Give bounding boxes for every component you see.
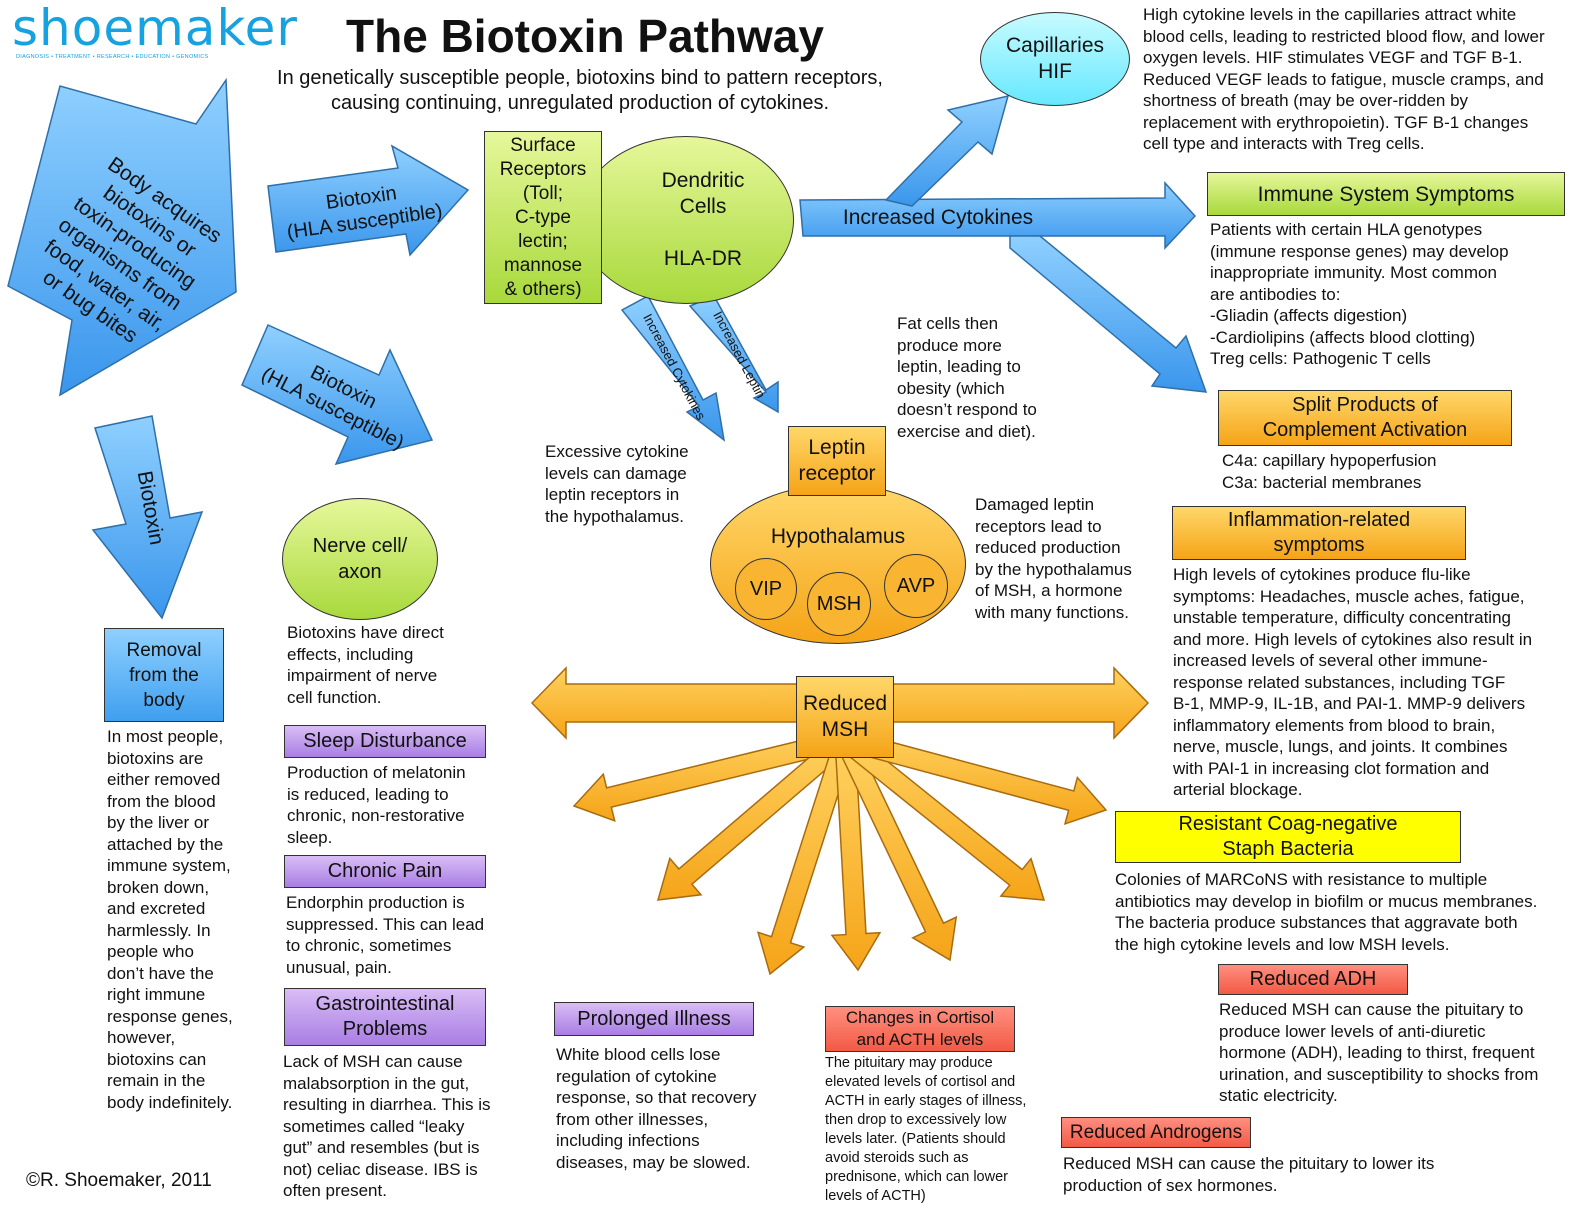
- increased-cytokines-arrow: [799, 181, 1197, 250]
- small-leptin-arrow: [688, 295, 779, 414]
- coag-heading: Resistant Coag-negative Staph Bacteria: [1115, 811, 1461, 863]
- page-title: The Biotoxin Pathway: [346, 10, 824, 62]
- sleep-heading: Sleep Disturbance: [284, 725, 486, 758]
- split-branch-arrow: [1009, 235, 1208, 393]
- split-description: C4a: capillary hypoperfusion C3a: bacter…: [1222, 451, 1437, 492]
- cortisol-description: The pituitary may produce elevated level…: [825, 1055, 1027, 1204]
- biotoxin-arrow-down: [91, 415, 204, 620]
- androgens-description: Reduced MSH can cause the pituitary to l…: [1063, 1154, 1435, 1195]
- gi-heading: Gastrointestinal Problems: [284, 988, 486, 1046]
- dendritic-cells-ellipse: Dendritic Cells HLA-DR: [578, 136, 794, 304]
- removal-box: Removal from the body: [104, 628, 224, 722]
- page-subtitle: In genetically susceptible people, bioto…: [277, 67, 883, 114]
- pain-heading: Chronic Pain: [284, 855, 486, 888]
- prolonged-heading: Prolonged Illness: [554, 1002, 754, 1036]
- small-cytokines-arrow: [620, 294, 726, 442]
- nerve-description: Biotoxins have direct effects, including…: [287, 623, 444, 707]
- damaged-leptin-text: Damaged leptin receptors lead to reduced…: [975, 495, 1132, 622]
- biotoxin-arrow-upper: [267, 144, 470, 257]
- fat-cells-text: Fat cells then produce more leptin, lead…: [897, 314, 1037, 441]
- increased-cytokines-label: Increased Cytokines: [842, 206, 1034, 229]
- sleep-description: Production of melatonin is reduced, lead…: [287, 763, 466, 847]
- shoemaker-logo: shoemaker DIAGNOSIS • TREATMENT • RESEAR…: [12, 0, 298, 66]
- dendritic-cells-label: Dendritic Cells HLA-DR: [661, 169, 745, 270]
- body-acquires-arrow: [7, 77, 237, 397]
- capillaries-description: High cytokine levels in the capillaries …: [1143, 5, 1545, 153]
- split-products-heading: Split Products of Complement Activation: [1218, 390, 1512, 446]
- fan-arrow-pain: [656, 735, 848, 901]
- logo-name: shoemaker: [12, 0, 298, 57]
- hypothalamus-label: Hypothalamus: [770, 525, 906, 548]
- gi-description: Lack of MSH can cause malabsorption in t…: [283, 1052, 491, 1200]
- avp-circle: AVP: [884, 554, 948, 618]
- vip-circle: VIP: [735, 558, 797, 620]
- inflammation-heading: Inflammation-related symptoms: [1172, 506, 1466, 560]
- logo-tagline: DIAGNOSIS • TREATMENT • RESEARCH • EDUCA…: [16, 54, 209, 60]
- nerve-cell-ellipse: Nerve cell/ axon: [282, 498, 438, 620]
- removal-description: In most people, biotoxins are either rem…: [107, 727, 233, 1112]
- biotoxin-arrow-lower: [241, 324, 434, 466]
- adh-heading: Reduced ADH: [1218, 964, 1408, 995]
- immune-heading: Immune System Symptoms: [1207, 172, 1565, 216]
- reduced-msh-fan-arrows: [572, 730, 1108, 976]
- immune-description: Patients with certain HLA genotypes (imm…: [1210, 220, 1509, 368]
- surface-receptors-box: Surface Receptors (Toll; C-type lectin; …: [484, 131, 602, 304]
- cortisol-heading: Changes in Cortisol and ACTH levels: [825, 1006, 1015, 1052]
- msh-circle: MSH: [807, 572, 871, 636]
- capillaries-hif-ellipse: Capillaries HIF: [980, 12, 1130, 106]
- prolonged-description: White blood cells lose regulation of cyt…: [556, 1045, 757, 1172]
- pain-description: Endorphin production is suppressed. This…: [286, 893, 485, 977]
- androgens-heading: Reduced Androgens: [1061, 1117, 1251, 1148]
- inflammation-description: High levels of cytokines produce flu-lik…: [1173, 565, 1533, 799]
- coag-description: Colonies of MARCoNS with resistance to m…: [1115, 870, 1538, 954]
- reduced-msh-box: Reduced MSH: [796, 676, 894, 758]
- excessive-cytokine-text: Excessive cytokine levels can damage lep…: [545, 442, 689, 526]
- capillaries-branch-arrow: [884, 94, 1010, 207]
- leptin-receptor-box: Leptin receptor: [788, 426, 886, 496]
- copyright-text: ©R. Shoemaker, 2011: [26, 1170, 212, 1191]
- fan-arrow-sleep: [572, 730, 843, 822]
- adh-description: Reduced MSH can cause the pituitary to p…: [1219, 1000, 1539, 1105]
